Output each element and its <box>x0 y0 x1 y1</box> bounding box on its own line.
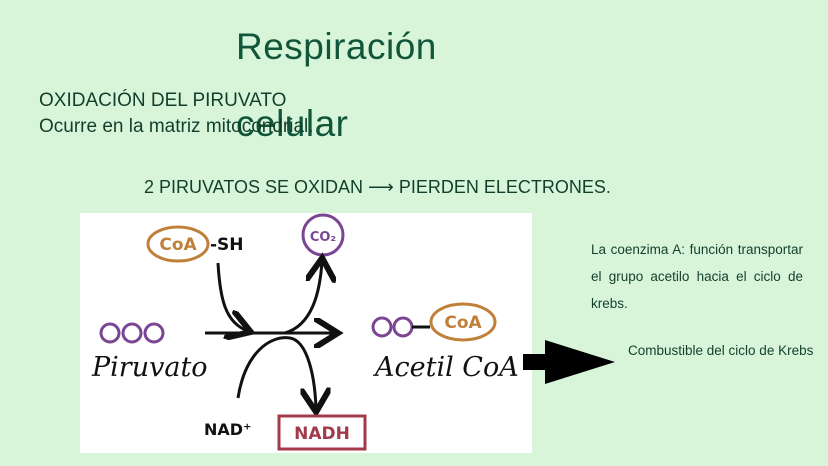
nadh-box: NADH <box>277 414 367 451</box>
pyruvate-oxidation-diagram: CoA -SH CO₂ Piruvato CoA <box>80 213 532 453</box>
section-heading: OXIDACIÓN DEL PIRUVATO <box>39 90 287 111</box>
coa-input-arrow <box>216 262 248 331</box>
oxidation-statement: 2 PIRUVATOS SE OXIDAN ⟶ PIERDEN ELECTRON… <box>144 177 611 197</box>
acetyl-chain-icon <box>371 316 414 338</box>
coa-label: CoA <box>159 235 197 255</box>
coenzyme-note: La coenzima A: función transportar el gr… <box>591 242 803 311</box>
co2-output-arrow <box>284 261 322 335</box>
section-subheading: Ocurre en la matriz mitocondrial. <box>39 116 314 137</box>
coa-molecule-icon: CoA <box>146 225 210 263</box>
co2-molecule-icon: CO₂ <box>301 213 345 257</box>
nad-label: NAD⁺ <box>204 420 252 439</box>
acetyl-coa-tag: CoA <box>444 313 482 333</box>
pyruvate-label: Piruvato <box>91 352 208 383</box>
slide-title: Respiración celular <box>236 26 437 144</box>
nad-reduction-arrow <box>236 336 316 409</box>
sh-label: -SH <box>210 235 244 255</box>
acetyl-coa-molecule-icon: CoA <box>429 302 497 342</box>
acetyl-coa-label: Acetil CoA <box>372 352 519 383</box>
pyruvate-chain-icon <box>99 322 165 344</box>
nadh-label: NADH <box>294 424 350 444</box>
co2-label: CO₂ <box>310 230 336 245</box>
right-arrow-icon <box>523 340 615 384</box>
fuel-note: Combustible del ciclo de Krebs <box>628 343 814 358</box>
